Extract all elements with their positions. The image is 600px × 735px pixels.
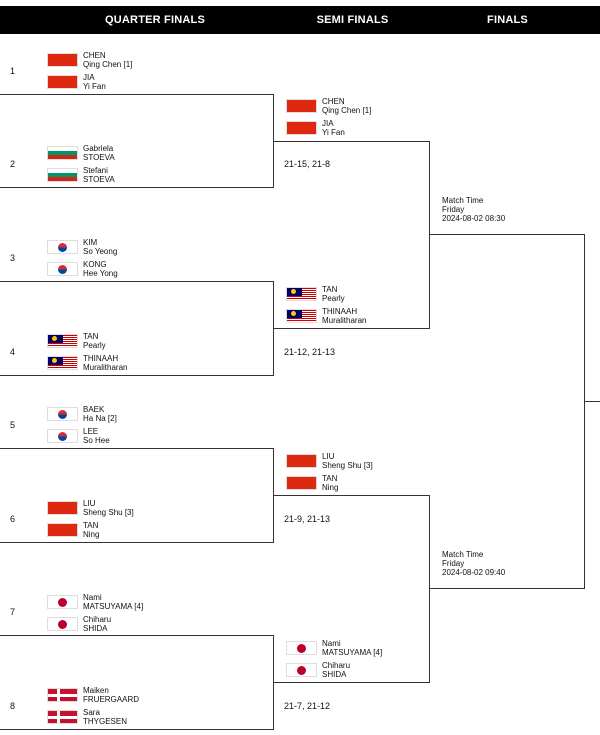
bracket-line: [0, 448, 274, 449]
china-flag-icon: [47, 501, 78, 515]
seed-number: 7: [10, 607, 16, 617]
match-score: 21-12, 21-13: [284, 347, 336, 357]
header-quarter-finals: QUARTER FINALS: [105, 14, 205, 26]
china-flag-icon: [286, 476, 317, 490]
bracket-line: [273, 635, 274, 730]
seed-number: 5: [10, 420, 16, 430]
bracket-line: [0, 375, 274, 376]
bracket-line: [429, 495, 430, 683]
denmark-flag-icon: [47, 688, 78, 702]
match-score: 21-9, 21-13: [284, 514, 331, 524]
bulgaria-flag-icon: [47, 146, 78, 160]
bracket-line: [273, 448, 274, 543]
bracket-line: [0, 94, 274, 95]
seed-number: 2: [10, 159, 16, 169]
bracket-line: [273, 281, 274, 376]
china-flag-icon: [47, 53, 78, 67]
china-flag-icon: [47, 75, 78, 89]
bracket-line: [430, 234, 585, 235]
bracket-line: [274, 495, 430, 496]
bracket-line: [274, 141, 430, 142]
malaysia-flag-icon: [286, 287, 317, 301]
china-flag-icon: [286, 121, 317, 135]
bracket-line: [0, 187, 274, 188]
bracket-line: [430, 588, 585, 589]
malaysia-flag-icon: [286, 309, 317, 323]
seed-number: 3: [10, 253, 16, 263]
bracket-line: [0, 635, 274, 636]
denmark-flag-icon: [47, 710, 78, 724]
bracket-line: [273, 94, 274, 188]
header-finals: FINALS: [487, 14, 528, 26]
bracket-line: [585, 401, 600, 402]
header-semi-finals: SEMI FINALS: [316, 14, 389, 26]
seed-number: 8: [10, 701, 16, 711]
seed-number: 4: [10, 347, 16, 357]
match-score: 21-7, 21-12: [284, 701, 331, 711]
south-korea-flag-icon: [47, 240, 78, 254]
bracket-line: [0, 542, 274, 543]
match-time: Match Time Friday 2024-08-02 08:30: [442, 196, 506, 223]
seed-number: 1: [10, 66, 16, 76]
match-score: 21-15, 21-8: [284, 159, 331, 169]
bulgaria-flag-icon: [47, 168, 78, 182]
china-flag-icon: [286, 454, 317, 468]
china-flag-icon: [286, 99, 317, 113]
bracket-header: QUARTER FINALS SEMI FINALS FINALS: [0, 6, 600, 34]
bracket-line: [584, 234, 585, 589]
malaysia-flag-icon: [47, 334, 78, 348]
japan-flag-icon: [286, 641, 317, 655]
japan-flag-icon: [47, 617, 78, 631]
bracket-line: [0, 729, 274, 730]
south-korea-flag-icon: [47, 407, 78, 421]
bracket-line: [0, 281, 274, 282]
bracket-line: [274, 682, 430, 683]
south-korea-flag-icon: [47, 429, 78, 443]
seed-number: 6: [10, 514, 16, 524]
malaysia-flag-icon: [47, 356, 78, 370]
china-flag-icon: [47, 523, 78, 537]
japan-flag-icon: [286, 663, 317, 677]
bracket-line: [274, 328, 430, 329]
japan-flag-icon: [47, 595, 78, 609]
bracket-line: [429, 141, 430, 329]
match-time: Match Time Friday 2024-08-02 09:40: [442, 550, 506, 577]
south-korea-flag-icon: [47, 262, 78, 276]
